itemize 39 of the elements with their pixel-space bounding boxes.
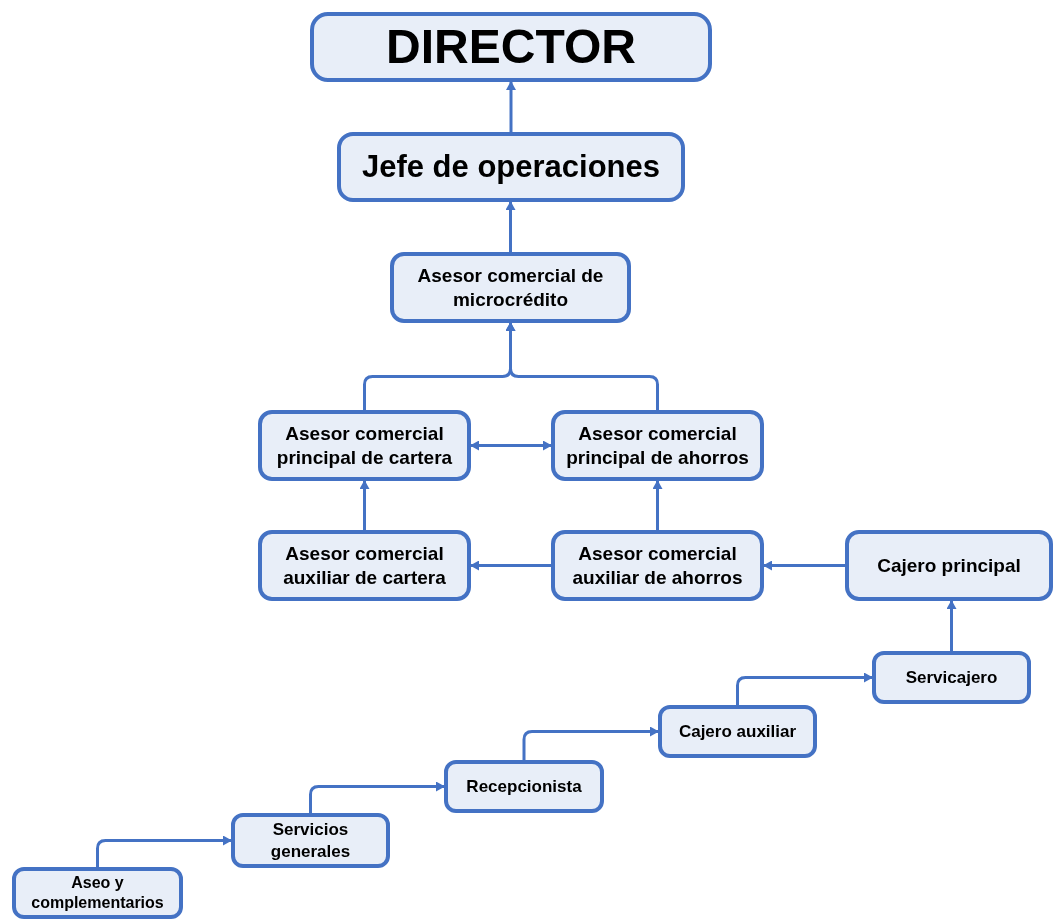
role-box: [310, 12, 712, 82]
connector-arrow: [470, 440, 552, 451]
role-title: Recepcionista: [466, 775, 582, 798]
role-title: Asesor comercial principal de ahorros: [565, 421, 750, 470]
role-title: Jefe de operaciones: [361, 147, 661, 186]
role-box: [258, 530, 471, 601]
connector-arrow: [505, 322, 659, 410]
connector-arrow: [309, 781, 445, 813]
role-box: [551, 530, 764, 601]
connector-arrow: [763, 560, 845, 571]
role-box: [845, 530, 1053, 601]
role-box: [337, 132, 685, 202]
role-box: [231, 813, 390, 868]
role-title: Asesor comercial auxiliar de ahorros: [571, 541, 744, 590]
connector-arrow: [946, 600, 957, 651]
role-title: DIRECTOR: [386, 19, 636, 75]
connector-arrow: [96, 835, 232, 867]
role-title: Asesor comercial de microcrédito: [416, 263, 605, 312]
role-title: Asesor comercial auxiliar de cartera: [282, 541, 447, 590]
role-title: Servicios generales: [269, 819, 352, 862]
role-box: [258, 410, 471, 481]
connector-arrow: [505, 201, 516, 252]
role-box: [658, 705, 817, 758]
connector-arrow: [522, 726, 659, 760]
role-box: [551, 410, 764, 481]
role-title: Aseo y complementarios: [30, 873, 165, 913]
role-box: [444, 760, 604, 813]
connector-arrow: [359, 480, 370, 530]
role-box: [390, 252, 631, 323]
connector-arrow: [652, 480, 663, 530]
role-title: Cajero auxiliar: [678, 720, 797, 743]
role-title: Cajero principal: [877, 553, 1021, 578]
role-title: Servicajero: [905, 666, 998, 689]
role-title: Asesor comercial principal de cartera: [275, 421, 454, 470]
role-box: [12, 867, 183, 919]
connector-arrow: [736, 672, 873, 705]
role-box: [872, 651, 1031, 704]
connector-arrow: [506, 81, 516, 132]
connector-arrow: [470, 560, 551, 571]
